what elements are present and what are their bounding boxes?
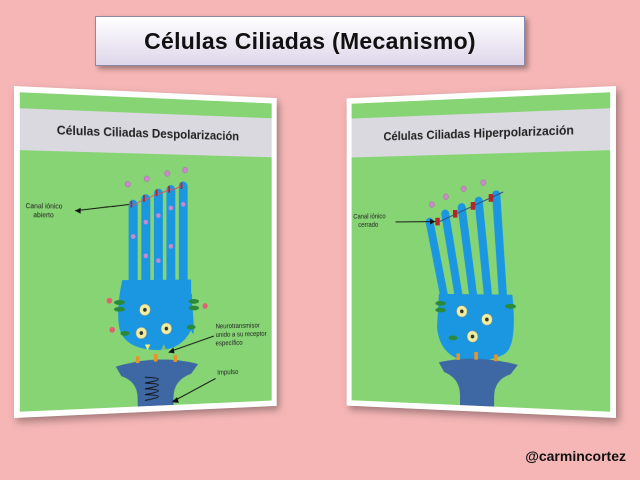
ion — [461, 186, 466, 192]
ion-channel — [130, 200, 133, 208]
ion — [165, 171, 170, 177]
panel-background — [19, 92, 272, 412]
receptor — [474, 351, 478, 360]
right-panel-title: Células Ciliadas Hiperpolarización — [384, 123, 574, 144]
ion-channel — [168, 185, 170, 193]
ion — [481, 180, 486, 186]
label-neurotransmitter: Neurotransmisor unido a su receptor espe… — [216, 323, 269, 348]
ion — [429, 202, 434, 208]
ion-channel — [143, 195, 145, 202]
ion — [144, 176, 149, 182]
ion — [168, 243, 174, 249]
stereocilium — [128, 199, 138, 297]
ion-channel — [470, 202, 476, 210]
arrow-canal-head — [75, 207, 81, 214]
panel-header — [351, 108, 611, 158]
ion — [182, 167, 187, 173]
stereocilium — [153, 188, 163, 297]
ion-channel — [452, 209, 458, 218]
ion — [143, 219, 149, 225]
ion-channel — [488, 194, 494, 202]
panel-background — [351, 92, 611, 412]
ion — [443, 194, 448, 200]
stereocilium — [141, 194, 151, 297]
receptor — [173, 355, 178, 362]
label-canal-closed-line2: cerrado — [358, 222, 378, 229]
ion-channel — [155, 189, 158, 197]
author-credit: @carmincortez — [525, 448, 626, 464]
page-title: Células Ciliadas (Mecanismo) — [144, 27, 476, 54]
ion — [156, 258, 161, 264]
receptor — [153, 353, 158, 362]
label-canal-open-line2: abierto — [33, 212, 54, 219]
ion — [143, 253, 149, 259]
stereocilium — [178, 181, 188, 296]
hair-cell — [118, 181, 194, 352]
label-canal-closed-line1: Canal iónico — [353, 213, 386, 220]
right-panel: Células Ciliadas Hiperpolarización — [346, 86, 616, 418]
left-panel-title: Células Ciliadas Despolarización — [57, 122, 239, 143]
cell-body-lower — [120, 289, 193, 351]
label-canal-open-line1: Canal iónico — [26, 203, 63, 211]
receptor — [456, 353, 461, 361]
label-nt-line2: unido a su receptor — [216, 331, 268, 339]
panel-header — [19, 108, 272, 158]
label-nt-line1: Neurotransmisor — [216, 323, 261, 331]
ion-channel — [180, 182, 183, 190]
label-impulso: Impulso — [217, 369, 238, 376]
left-panel: Células Ciliadas Despolarización — [14, 86, 277, 418]
ion-channel — [435, 217, 440, 226]
hyperpolarization-diagram: Células Ciliadas Hiperpolarización — [351, 92, 611, 412]
hair-cell — [424, 190, 514, 362]
depolarization-diagram: Células Ciliadas Despolarización — [19, 92, 272, 412]
stereocilium — [166, 184, 176, 297]
label-canal-closed: Canal iónico cerrado — [353, 213, 387, 229]
receptor — [135, 356, 140, 364]
title-box: Células Ciliadas (Mecanismo) — [95, 16, 525, 66]
cell-body — [437, 293, 514, 362]
ion — [130, 234, 136, 239]
label-canal-open: Canal iónico abierto — [26, 203, 65, 219]
label-nt-line3: específico — [216, 340, 243, 347]
ion — [125, 181, 130, 187]
receptor — [494, 354, 498, 362]
